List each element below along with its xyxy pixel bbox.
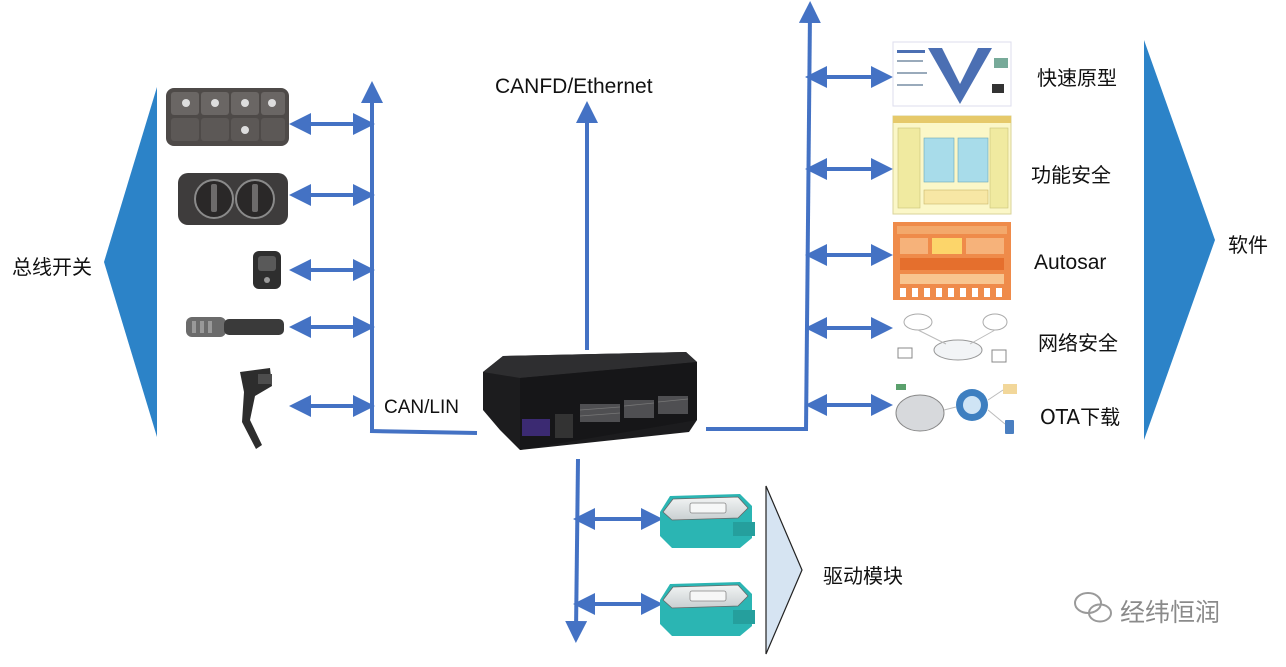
can-lin-label: CAN/LIN bbox=[384, 397, 459, 418]
software-triangle bbox=[1144, 40, 1215, 440]
drive-module-triangle bbox=[765, 485, 803, 655]
bus-switch-label: 总线开关 bbox=[12, 255, 92, 279]
ota-download-thumbnail bbox=[893, 380, 1023, 440]
ecu-controller-icon bbox=[483, 352, 697, 450]
canfd-ethernet-label: CANFD/Ethernet bbox=[495, 75, 653, 98]
functional-safety-thumbnail bbox=[892, 115, 1012, 215]
bus-switch-triangle bbox=[104, 87, 157, 437]
headlight-knob-icon bbox=[178, 173, 288, 225]
rapid-prototype-thumbnail bbox=[892, 41, 1012, 107]
small-switch-icon bbox=[253, 251, 281, 289]
software-item-ota-download: OTA下载 bbox=[1040, 405, 1121, 429]
software-item-network-security: 网络安全 bbox=[1038, 331, 1118, 355]
watermark-text: 经纬恒润 bbox=[1120, 598, 1221, 627]
stalk-switch-icon bbox=[186, 317, 284, 337]
right-bus bbox=[706, 1, 893, 432]
software-item-autosar: Autosar bbox=[1034, 251, 1107, 274]
drive-module-label: 驱动模块 bbox=[823, 564, 903, 588]
pedal-icon bbox=[240, 368, 272, 449]
drive-module-icon bbox=[660, 494, 755, 548]
software-item-functional-safety: 功能安全 bbox=[1031, 163, 1111, 187]
left-bus bbox=[289, 81, 478, 435]
software-item-rapid-prototype: 快速原型 bbox=[1037, 66, 1117, 90]
software-label: 软件 bbox=[1228, 233, 1268, 257]
wechat-icon bbox=[1074, 592, 1112, 623]
bottom-bus bbox=[565, 458, 663, 643]
drive-module-icon bbox=[660, 582, 755, 636]
autosar-thumbnail bbox=[893, 222, 1011, 300]
network-security-thumbnail bbox=[893, 306, 1011, 372]
switch-panel-icon bbox=[166, 88, 289, 146]
